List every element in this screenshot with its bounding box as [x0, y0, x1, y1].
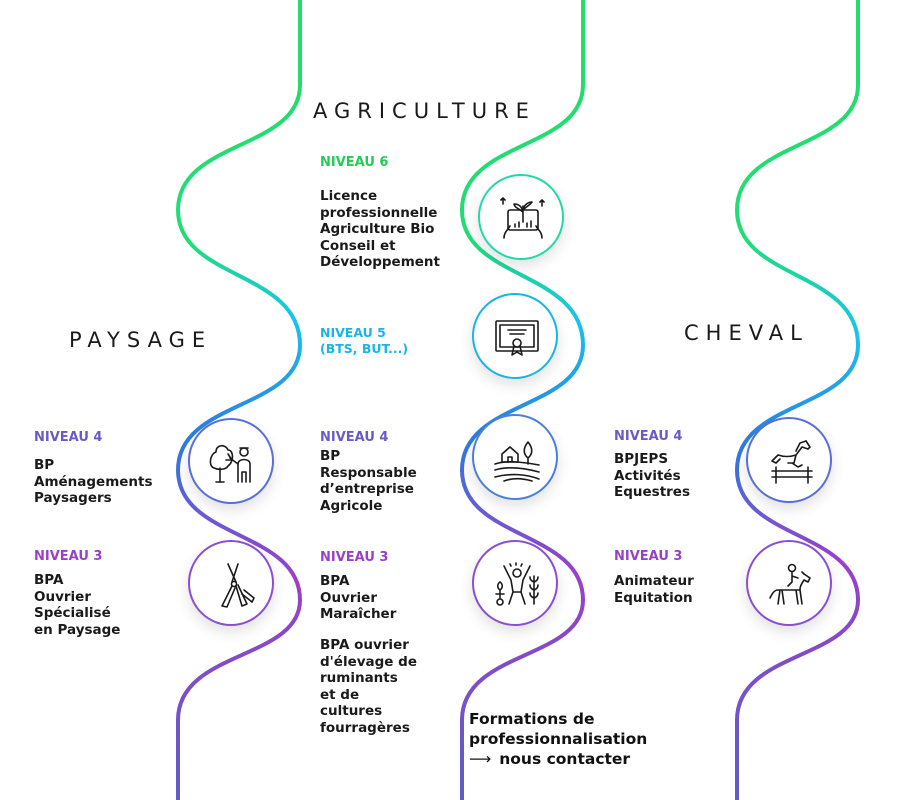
agriculture-path-right	[459, 0, 586, 800]
agri-level-3: NIVEAU 3	[320, 550, 389, 565]
tree-trimming-icon	[209, 444, 251, 483]
paysage-level-4: NIVEAU 4	[34, 430, 103, 445]
contact-line-1: Formations de	[469, 710, 595, 728]
cheval-program-3: Animateur Equitation	[614, 573, 694, 606]
rider-icon	[769, 563, 811, 605]
paysage-level-3: NIVEAU 3	[34, 549, 103, 564]
agri-icon-circle-4	[472, 414, 558, 500]
heading-paysage: PAYSAGE	[69, 328, 213, 352]
cheval-program-4: BPJEPS Activités Equestres	[614, 451, 690, 500]
agri-program-3: BPA Ouvrier Maraîcher	[320, 573, 397, 622]
agri-icon-circle-3	[472, 540, 558, 626]
jumping-horse-icon	[771, 440, 813, 484]
agri-program-3b: BPA ouvrier d'élevage de ruminants et de…	[320, 637, 417, 736]
agriculture-path-left	[175, 0, 303, 800]
agri-program-6: Licence professionnelle Agriculture Bio …	[320, 188, 440, 270]
cheval-path	[734, 0, 861, 800]
cheval-level-4: NIVEAU 4	[614, 429, 683, 444]
cheval-icon-circle-3	[746, 540, 832, 626]
heading-agriculture: AGRICULTURE	[313, 99, 536, 123]
agri-icon-circle-6	[478, 174, 564, 260]
paysage-program-3: BPA Ouvrier Spécialisé en Paysage	[34, 572, 121, 638]
paysage-program-4: BP Aménagements Paysagers	[34, 457, 153, 506]
agri-level-4: NIVEAU 4	[320, 430, 389, 445]
agri-level-5: NIVEAU 5 (BTS, BUT...)	[320, 325, 409, 356]
heading-cheval: CHEVAL	[684, 321, 809, 345]
contact-line-3[interactable]: nous contacter	[499, 750, 631, 768]
agri-icon-circle-5	[472, 293, 558, 379]
plant-growth-icon	[500, 197, 545, 239]
diploma-icon	[495, 320, 539, 356]
arrow-right-icon: ⟶	[469, 750, 492, 768]
agri-program-4: BP Responsable d’entreprise Agricole	[320, 448, 417, 514]
agri-level-6: NIVEAU 6	[320, 155, 389, 170]
contact-line-2: professionnalisation	[469, 730, 648, 748]
paysage-icon-circle-4	[188, 418, 274, 504]
cheval-icon-circle-4	[746, 417, 832, 503]
gardener-icon	[495, 562, 539, 606]
farm-landscape-icon	[494, 441, 540, 482]
pruning-shears-icon	[221, 563, 255, 608]
paysage-icon-circle-3	[188, 540, 274, 626]
cheval-level-3: NIVEAU 3	[614, 549, 683, 564]
contact-block[interactable]: Formations de professionnalisation ⟶ nous…	[469, 709, 647, 769]
contact-link[interactable]: ⟶ nous contacter	[469, 749, 647, 769]
